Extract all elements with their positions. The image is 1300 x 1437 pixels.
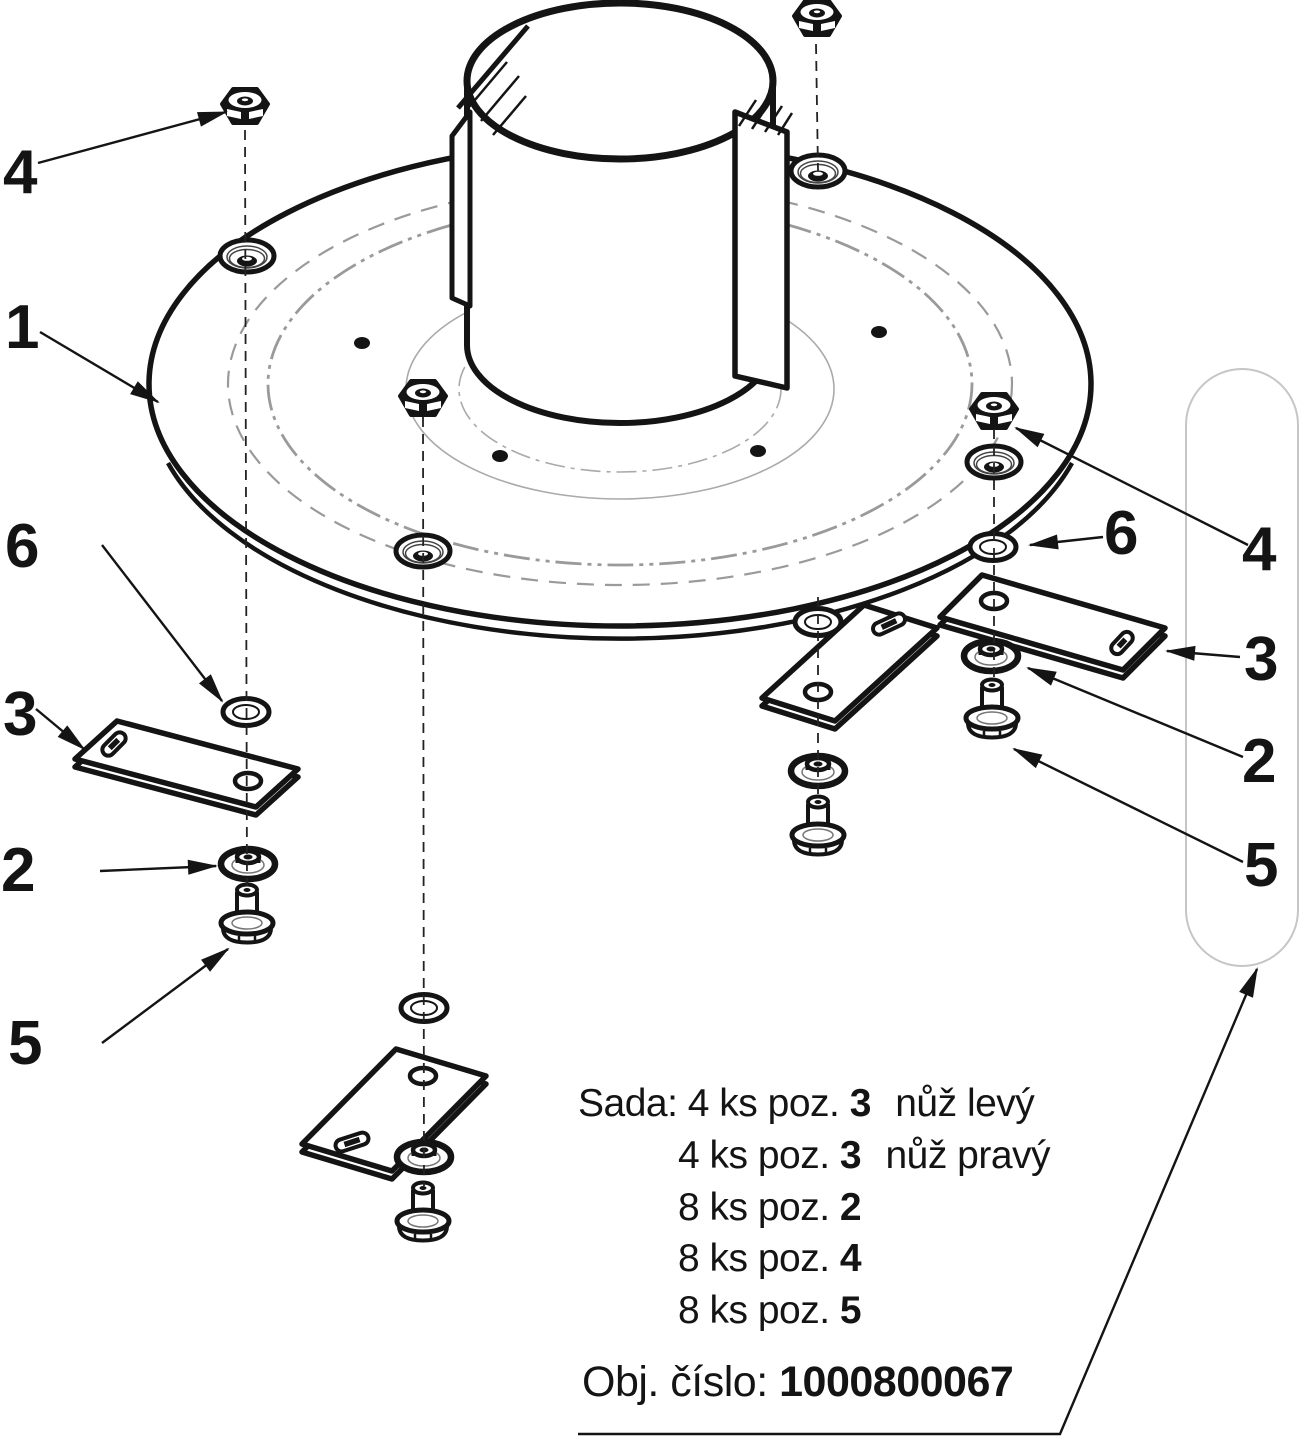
kit-pos: 5 xyxy=(839,1289,862,1332)
left-fin-hatch xyxy=(468,61,527,136)
flange-bolt xyxy=(966,680,1018,738)
kit-qty: 8 ks poz. xyxy=(678,1237,830,1280)
kit-desc: nůž pravý xyxy=(885,1134,1051,1177)
knife-plate-mid-right xyxy=(759,602,940,732)
kit-pos: 3 xyxy=(849,1082,872,1125)
leader-4-top-left xyxy=(37,110,228,165)
leader-6-left xyxy=(101,544,224,703)
kit-title: Sada: xyxy=(578,1082,678,1125)
leader-2-right xyxy=(1026,666,1244,759)
assembly-center-lines xyxy=(244,43,995,1187)
kit-pos: 4 xyxy=(839,1237,862,1280)
leader-4-right xyxy=(1014,426,1249,547)
order-number-arrow xyxy=(578,967,1259,1436)
leader-2-left xyxy=(99,859,218,875)
order-number-value: 1000800067 xyxy=(779,1358,1014,1406)
kit-pos: 2 xyxy=(839,1186,862,1229)
order-number-label: Obj. číslo: xyxy=(582,1358,768,1406)
tube-body-fill xyxy=(467,82,773,423)
knife-plate-right xyxy=(937,572,1168,681)
leader-3-left xyxy=(35,708,86,751)
kit-list-line-2: 4 ks poz. 3 nůž pravý xyxy=(678,1134,1051,1178)
kit-qty: 4 ks poz. xyxy=(678,1134,830,1177)
left-fin xyxy=(449,109,473,309)
countersunk-hole xyxy=(220,240,274,272)
kit-qty: 4 ks poz. xyxy=(687,1082,840,1125)
kit-list-line-1: Sada: 4 ks poz. 3 nůž levý xyxy=(578,1082,1035,1126)
callout-5-right: 5 xyxy=(1244,831,1278,900)
flange-bolt xyxy=(397,1183,449,1241)
mount-tube xyxy=(449,0,794,426)
order-number-line: Obj. číslo: 1000800067 xyxy=(582,1358,1014,1407)
flange-bolt xyxy=(221,885,273,943)
leader-5-right xyxy=(1012,747,1244,864)
flange-bolt xyxy=(792,797,844,855)
leader-5-left xyxy=(101,947,230,1044)
flange-washer xyxy=(221,849,275,879)
callout-6-right: 6 xyxy=(1104,499,1138,568)
tube-top-rim xyxy=(463,0,777,163)
callout-leaders xyxy=(35,110,1249,1044)
callout-1: 1 xyxy=(5,293,39,362)
kit-list-line-3: 8 ks poz. 2 xyxy=(678,1186,862,1230)
kit-list-line-4: 8 ks poz. 4 xyxy=(678,1237,862,1281)
hex-nut xyxy=(220,87,270,125)
kit-qty: 8 ks poz. xyxy=(678,1289,830,1332)
right-fin-hatch xyxy=(737,99,794,136)
callout-6-left: 6 xyxy=(5,512,39,581)
callout-4-right: 4 xyxy=(1242,515,1277,584)
leader-3-right xyxy=(1165,645,1241,661)
kit-pos: 3 xyxy=(839,1134,862,1177)
kit-qty: 8 ks poz. xyxy=(678,1186,830,1229)
callout-5-left: 5 xyxy=(8,1009,42,1078)
knife-plates xyxy=(72,572,1168,1182)
callout-labels: 4 1 6 3 2 5 6 4 3 2 5 xyxy=(1,138,1278,1078)
flange-washer xyxy=(964,641,1018,671)
knife-plate-left xyxy=(72,718,301,818)
callout-4-top-left: 4 xyxy=(3,138,38,207)
leader-1 xyxy=(39,330,160,404)
washer xyxy=(970,534,1016,561)
disc-centerline-circle xyxy=(266,201,974,567)
callout-2-left: 2 xyxy=(1,836,35,905)
leader-6-right xyxy=(1028,534,1104,550)
hex-nut xyxy=(398,379,448,417)
callout-group-capsule xyxy=(1185,368,1299,967)
callout-3-left: 3 xyxy=(3,680,37,749)
kit-desc: nůž levý xyxy=(895,1082,1035,1125)
hex-nut xyxy=(792,0,842,37)
left-fin-gusset-edge xyxy=(456,24,530,110)
callout-2-right: 2 xyxy=(1242,727,1276,796)
knife-plate-center xyxy=(299,1046,489,1182)
disc-pilot-holes xyxy=(354,326,887,462)
hex-nut xyxy=(969,392,1019,430)
right-fin xyxy=(732,109,790,391)
kit-list-line-5: 8 ks poz. 5 xyxy=(678,1289,862,1333)
callout-3-right: 3 xyxy=(1244,625,1278,694)
